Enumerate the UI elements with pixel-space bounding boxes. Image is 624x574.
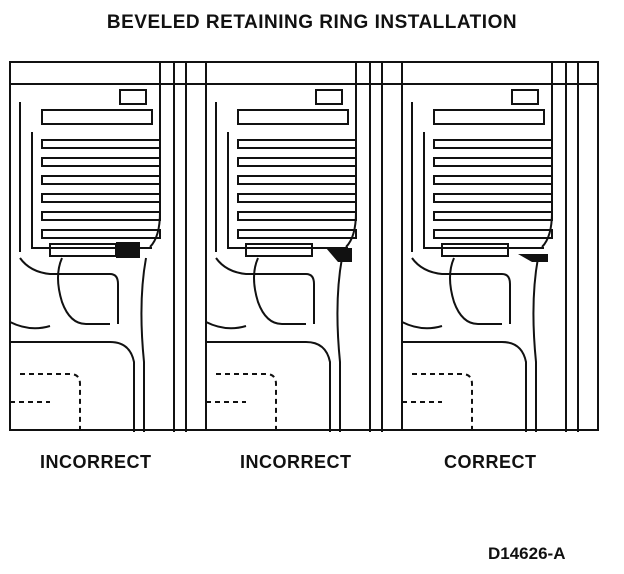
diagram-title: BEVELED RETAINING RING INSTALLATION	[106, 12, 518, 33]
panel-caption-2: INCORRECT	[240, 452, 352, 472]
figure-id: D14626-A	[488, 544, 566, 563]
panel-incorrect-1	[9, 61, 207, 433]
retaining-ring-section	[116, 242, 140, 258]
panel-caption-1: INCORRECT	[40, 452, 152, 472]
panel-correct	[401, 61, 599, 433]
retaining-ring-section	[518, 254, 548, 262]
panel-caption-3: CORRECT	[444, 452, 537, 472]
retaining-ring-section	[326, 248, 352, 262]
panel-incorrect-2	[205, 61, 403, 433]
diagram-frame	[9, 61, 599, 431]
